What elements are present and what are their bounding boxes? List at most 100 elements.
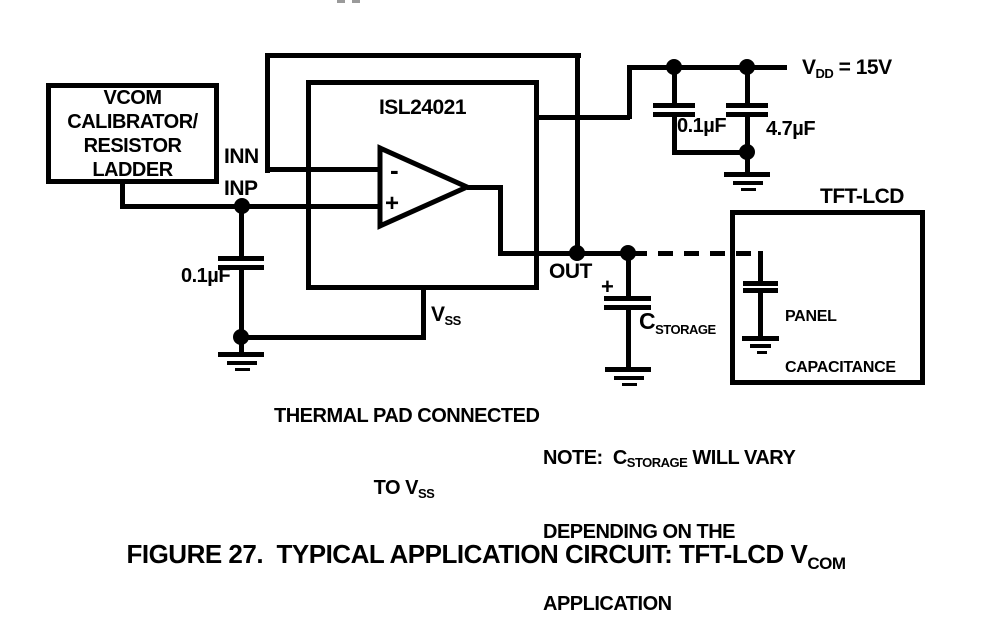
- tft-lcd-box: [730, 210, 925, 385]
- wire-panel-cap-bottom: [758, 291, 763, 338]
- tft-lcd-label: TFT-LCD: [820, 185, 904, 208]
- vdd-subscript: DD: [815, 66, 834, 81]
- wire-inp: [120, 204, 387, 209]
- vcom-box-line: LADDER: [92, 158, 173, 181]
- wire-output-horizontal: [498, 251, 632, 256]
- bypass-cap-large-plate: [726, 112, 768, 117]
- vcom-calibrator-box: [46, 83, 219, 184]
- pin-label-inp: INP: [224, 177, 258, 200]
- vcom-box-line: RESISTOR: [83, 134, 182, 157]
- ground-storage-bar-1: [605, 367, 651, 372]
- bypass-cap-small-label: 0.1µF: [677, 115, 727, 137]
- ground-input-bar-1: [218, 352, 264, 357]
- note-storage-subscript: STORAGE: [626, 455, 688, 470]
- ground-input-bar-3: [235, 368, 250, 371]
- ic-part-number-label: ISL24021: [378, 96, 467, 119]
- panel-capacitance-label: PANEL CAPACITANCE: [785, 274, 896, 410]
- junction-dot-vdd-1: [666, 59, 682, 75]
- panel-capacitance-line1: PANEL: [785, 308, 837, 325]
- wire-bypass2-bottom: [745, 115, 750, 155]
- input-cap-value-label: 0.1µF: [181, 265, 231, 287]
- vcom-box-line: VCOM: [103, 86, 163, 109]
- pin-label-out: OUT: [549, 260, 592, 283]
- bypass-cap-large-label: 4.7µF: [766, 118, 816, 140]
- wire-bypass2-top: [745, 67, 750, 105]
- ground-storage-bar-3: [622, 383, 637, 386]
- figure-caption: FIGURE 27. TYPICAL APPLICATION CIRCUIT: …: [0, 539, 972, 572]
- wire-inn: [265, 167, 384, 172]
- storage-cap-polarity-label: +: [601, 274, 614, 299]
- pin-label-inn: INN: [224, 145, 259, 168]
- wire-bypass1-bottom: [672, 115, 677, 153]
- junction-dot-vdd-2: [739, 59, 755, 75]
- caption-main: FIGURE 27. TYPICAL APPLICATION CIRCUIT: …: [126, 539, 808, 569]
- ground-panel-bar-1: [742, 336, 779, 341]
- wire-vss-return-vertical: [421, 288, 426, 339]
- wire-vdd-pin: [537, 115, 630, 120]
- note-pre: NOTE: C: [543, 447, 627, 469]
- artifact-fragment-1: [337, 0, 345, 3]
- ground-input-bar-2: [227, 361, 257, 365]
- wire-input-cap-top: [239, 206, 244, 259]
- vss-subscript: SS: [444, 313, 462, 328]
- thermal-note-vss-subscript: SS: [417, 486, 435, 501]
- ground-vdd-bar-2: [733, 181, 763, 185]
- wire-storage-cap-top: [626, 253, 631, 298]
- storage-capacitor-plate: [604, 296, 651, 301]
- opamp-minus-input-label: -: [390, 155, 399, 185]
- thermal-pad-note: THERMAL PAD CONNECTED TO VSS: [274, 356, 540, 550]
- vdd-supply-label: VDD = 15V: [802, 56, 892, 81]
- input-capacitor-plate: [218, 256, 264, 261]
- ground-panel-bar-3: [757, 351, 767, 354]
- ground-storage-bar-2: [614, 376, 644, 380]
- storage-capacitor-plate: [604, 305, 651, 310]
- cstorage-subscript: STORAGE: [655, 322, 716, 337]
- junction-dot-inp: [234, 198, 250, 214]
- junction-dot-input-ground: [233, 329, 249, 345]
- wire-feedback-right: [575, 53, 580, 256]
- wire-panel-cap-top: [758, 251, 763, 283]
- storage-note-line1: NOTE: CSTORAGE WILL VARY: [543, 446, 796, 472]
- vcom-box-line: CALIBRATOR/: [67, 110, 198, 133]
- thermal-pad-note-line1: THERMAL PAD CONNECTED: [274, 405, 540, 427]
- bypass-cap-large-plate: [726, 103, 768, 108]
- wire-feedback-top: [265, 53, 581, 58]
- junction-dot-bypass-ground: [739, 144, 755, 160]
- wire-input-ground-stem: [239, 337, 244, 353]
- opamp-triangle: [377, 144, 474, 230]
- wire-input-cap-bottom: [239, 267, 244, 339]
- panel-capacitor-plate: [743, 288, 778, 293]
- wire-storage-cap-bottom: [626, 308, 631, 368]
- note-post: WILL VARY: [687, 447, 796, 469]
- caption-vcom-subscript: COM: [807, 554, 846, 573]
- bypass-cap-small-plate: [653, 112, 695, 117]
- wire-bypass-bottom-rail: [672, 150, 750, 155]
- dashed-connection-line: [632, 251, 760, 256]
- bypass-cap-small-plate: [653, 103, 695, 108]
- ground-vdd-bar-3: [741, 188, 756, 191]
- junction-dot-storage: [620, 245, 636, 261]
- wire-bypass1-top: [672, 67, 677, 105]
- storage-note-line2: DEPENDING ON THE: [543, 521, 736, 543]
- vss-main: V: [431, 303, 445, 326]
- storage-note-line3: APPLICATION: [543, 593, 672, 615]
- isl24021-ic-box: [306, 80, 539, 290]
- opamp-plus-input-label: +: [385, 190, 399, 217]
- panel-capacitance-line2: CAPACITANCE: [785, 359, 896, 376]
- ground-vdd-bar-1: [724, 172, 770, 177]
- vdd-value: = 15V: [833, 56, 892, 79]
- cstorage-main: C: [639, 308, 656, 334]
- wire-vss-return-horizontal: [239, 335, 426, 340]
- thermal-pad-note-line2: TO VSS: [274, 476, 534, 502]
- junction-dot-out: [569, 245, 585, 261]
- ground-panel-bar-2: [750, 344, 771, 348]
- storage-cap-name-label: CSTORAGE: [639, 308, 716, 337]
- wire-vdd-riser: [627, 65, 632, 119]
- panel-capacitor-plate: [743, 281, 778, 286]
- vcom-calibrator-box-label: VCOM CALIBRATOR/ RESISTOR LADDER: [46, 83, 219, 184]
- wire-vdd-rail: [627, 65, 787, 70]
- wire-feedback-left: [265, 53, 270, 173]
- pin-label-vss: VSS: [431, 303, 462, 328]
- wire-inp-drop: [120, 182, 125, 209]
